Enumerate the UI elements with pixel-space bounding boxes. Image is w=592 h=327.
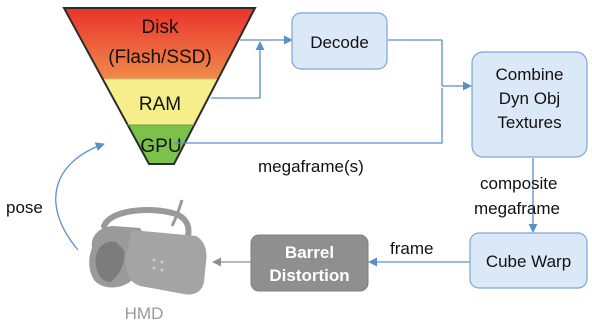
composite-label-line1: composite — [480, 174, 557, 193]
barrel-label-line1: Barrel — [285, 243, 334, 262]
composite-label-line2: megaframe — [474, 199, 560, 218]
megaframes-label: megaframe(s) — [258, 157, 364, 176]
pose-label: pose — [6, 198, 43, 217]
combine-label-line2: Dyn Obj — [499, 89, 560, 108]
gpu-label: GPU — [140, 136, 181, 157]
arrows — [55, 35, 538, 267]
disk-sublabel: (Flash/SSD) — [108, 47, 211, 68]
combine-label-line1: Combine — [495, 65, 563, 84]
arrow-gpu-to-combine — [174, 88, 443, 144]
barrel-label-line2: Distortion — [269, 266, 349, 285]
arrow-ram-to-decode — [211, 41, 265, 99]
barrel-distortion-box: Barrel Distortion — [250, 234, 369, 292]
arrow-pose — [55, 142, 105, 251]
decode-label: Decode — [310, 33, 369, 52]
decode-box: Decode — [291, 12, 388, 70]
cube-warp-box: Cube Warp — [469, 232, 588, 289]
cube-warp-label: Cube Warp — [486, 252, 571, 271]
ram-label: RAM — [139, 94, 181, 115]
combine-label-line3: Textures — [497, 113, 561, 132]
vr-headset-icon — [89, 199, 207, 295]
combine-box: Combine Dyn Obj Textures — [471, 51, 588, 158]
hmd-label: HMD — [125, 304, 164, 323]
disk-label: Disk — [142, 17, 179, 38]
frame-label: frame — [390, 239, 433, 258]
